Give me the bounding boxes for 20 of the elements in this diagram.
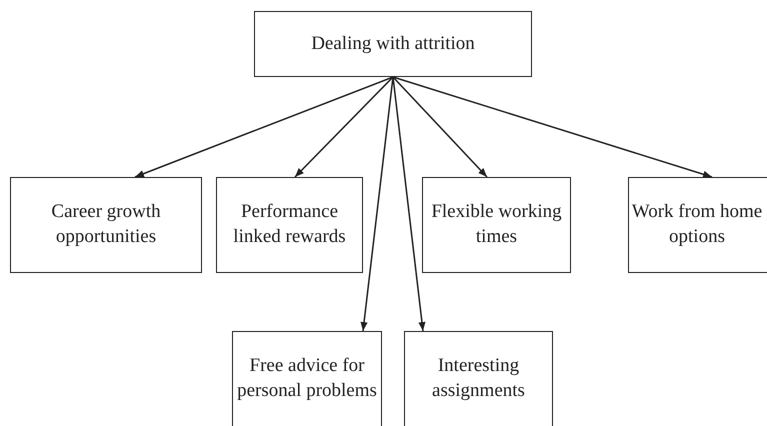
box-label: Dealing with attrition	[311, 32, 475, 56]
process-box	[216, 177, 363, 273]
arrow	[360, 76, 394, 332]
box-label: Interesting assignments	[431, 354, 526, 403]
box-label: Performance linked rewards	[232, 200, 347, 249]
arrow	[392, 76, 712, 178]
process-box	[422, 177, 571, 273]
box-label: Free advice for personal problems	[236, 354, 378, 403]
process-box	[628, 177, 767, 273]
process-box	[232, 331, 382, 426]
box-label: Work from home options	[630, 200, 764, 249]
arrow	[392, 76, 488, 178]
process-box	[254, 11, 532, 77]
arrow	[294, 76, 394, 178]
box-label: Flexible working times	[430, 200, 563, 249]
process-box	[404, 331, 553, 426]
process-box	[10, 177, 202, 273]
arrow	[134, 76, 394, 178]
box-label: Career growth opportunities	[50, 200, 162, 249]
arrow	[392, 76, 426, 332]
